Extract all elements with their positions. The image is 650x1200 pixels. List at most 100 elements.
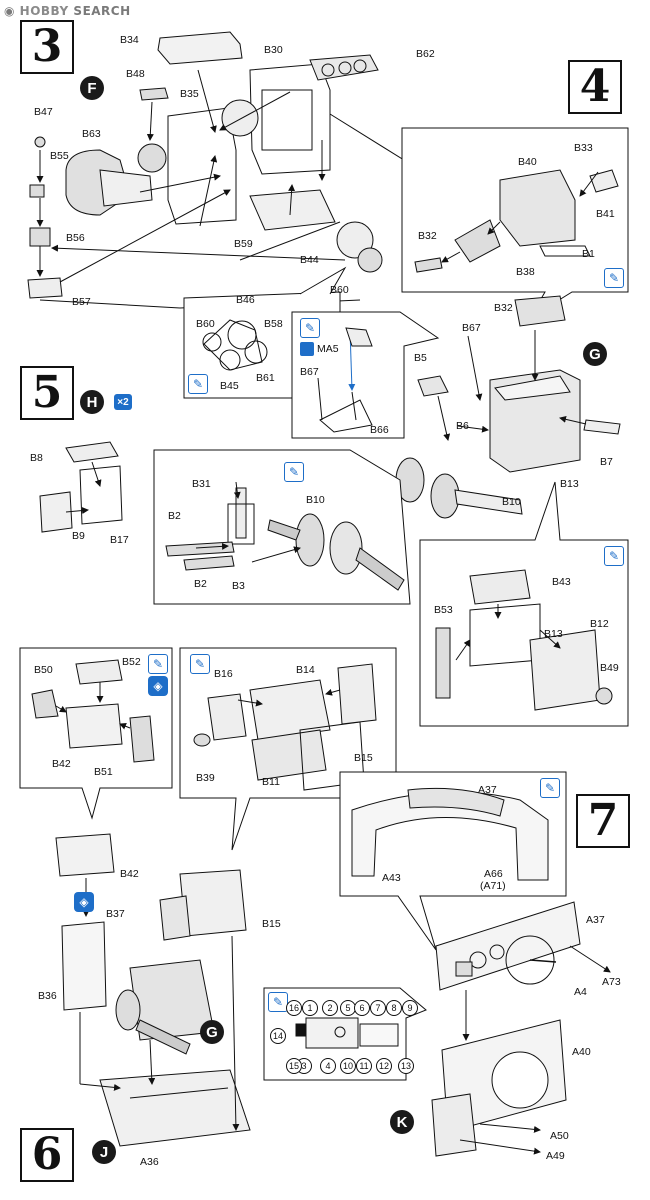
- cement-icon: ✎: [300, 318, 320, 338]
- part-label: B57: [72, 296, 91, 308]
- watermark: ◉ HOBBY SEARCH: [4, 4, 131, 18]
- part-label: B63: [82, 128, 101, 140]
- subassembly-j-marker: J: [92, 1140, 116, 1164]
- part-label: B15: [262, 918, 281, 930]
- decal-number: 9: [402, 1000, 418, 1016]
- watermark-brand: HOBBY: [19, 4, 69, 18]
- cement-icon: ✎: [148, 654, 168, 674]
- part-label: B36: [38, 990, 57, 1002]
- decal-number: 13: [398, 1058, 414, 1074]
- part-label: B50: [34, 664, 53, 676]
- part-label: B38: [516, 266, 535, 278]
- step-4-number: 4: [568, 60, 622, 114]
- cement-icon: ✎: [540, 778, 560, 798]
- b40-engine: [499, 169, 576, 247]
- step-3-number: 3: [20, 20, 74, 74]
- part-label: A49: [546, 1150, 565, 1162]
- subassembly-f-marker: F: [80, 76, 104, 100]
- cement-icon: ✎: [604, 546, 624, 566]
- part-label: A36: [140, 1156, 159, 1168]
- decal-number: 15: [286, 1058, 302, 1074]
- part-label: B37: [106, 908, 125, 920]
- decal-number: 4: [320, 1058, 336, 1074]
- part-label: B61: [256, 372, 275, 384]
- part-label: A50: [550, 1130, 569, 1142]
- step-6-number: 6: [20, 1128, 74, 1182]
- part-label: B56: [66, 232, 85, 244]
- part-label: B55: [50, 150, 69, 162]
- part-label: B34: [120, 34, 139, 46]
- cement-icon: ✎: [190, 654, 210, 674]
- part-label: B15: [354, 752, 373, 764]
- watermark-icon: ◉: [4, 4, 20, 18]
- part-label: A4: [574, 986, 587, 998]
- part-label: B10: [502, 496, 521, 508]
- b34-top-cover: [157, 31, 243, 65]
- part-label: B13: [544, 628, 563, 640]
- part-label: A37: [478, 784, 497, 796]
- part-label: B16: [214, 668, 233, 680]
- part-label: B46: [236, 294, 255, 306]
- option-icon: ◈: [148, 676, 168, 696]
- watermark-search: SEARCH: [73, 4, 131, 18]
- part-label: B51: [94, 766, 113, 778]
- quantity-badge: ×2: [114, 394, 132, 410]
- cement-icon: ✎: [604, 268, 624, 288]
- part-label: B6: [456, 420, 469, 432]
- part-label: B2: [168, 510, 181, 522]
- part-label: B11: [262, 776, 280, 788]
- paint-ref-label: MA5: [317, 342, 339, 355]
- part-label: B43: [552, 576, 571, 588]
- part-label: B62: [416, 48, 435, 60]
- part-label: B41: [596, 208, 615, 220]
- subassembly-k-marker: K: [390, 1110, 414, 1134]
- part-label: B52: [122, 656, 141, 668]
- paint-swatch-icon: [300, 342, 314, 356]
- part-label: B53: [434, 604, 453, 616]
- part-label: B13: [560, 478, 579, 490]
- decal-number: 1: [302, 1000, 318, 1016]
- decal-number: 8: [386, 1000, 402, 1016]
- subassembly-g-marker: G: [200, 1020, 224, 1044]
- decal-number: 2: [322, 1000, 338, 1016]
- part-label: A43: [382, 872, 401, 884]
- part-label: B31: [192, 478, 211, 490]
- part-label: B45: [220, 380, 239, 392]
- decal-number: 7: [370, 1000, 386, 1016]
- step-5-number: 5: [20, 366, 74, 420]
- cement-icon: ✎: [284, 462, 304, 482]
- part-label: A37: [586, 914, 605, 926]
- cement-icon: ✎: [188, 374, 208, 394]
- part-label: B5: [414, 352, 427, 364]
- part-label: A66: [484, 868, 503, 880]
- part-label: B12: [590, 618, 609, 630]
- part-label: B39: [196, 772, 215, 784]
- part-label: B32: [494, 302, 513, 314]
- b62-part: [309, 54, 379, 81]
- part-label: B48: [126, 68, 145, 80]
- part-label: B1: [582, 248, 595, 260]
- part-label: (A71): [480, 880, 506, 892]
- part-label: B33: [574, 142, 593, 154]
- b8-cushion: [65, 441, 119, 463]
- paint-ref: MA5: [300, 342, 339, 356]
- step-7-number: 7: [576, 794, 630, 848]
- part-label: B7: [600, 456, 613, 468]
- b57-plate: [27, 277, 63, 299]
- decal-number: 14: [270, 1028, 286, 1044]
- part-label: B59: [234, 238, 253, 250]
- part-label: B17: [110, 534, 129, 546]
- b59-tray: [249, 189, 336, 231]
- part-label: B67: [300, 366, 319, 378]
- cement-icon: ✎: [268, 992, 288, 1012]
- subassembly-g-marker: G: [583, 342, 607, 366]
- callout-lever: [291, 311, 440, 439]
- part-label: B47: [34, 106, 53, 118]
- part-label: B10: [306, 494, 325, 506]
- part-label: B2: [194, 578, 207, 590]
- part-label: B60: [330, 284, 349, 296]
- part-label: A73: [602, 976, 621, 988]
- part-label: B49: [600, 662, 619, 674]
- part-label: B35: [180, 88, 199, 100]
